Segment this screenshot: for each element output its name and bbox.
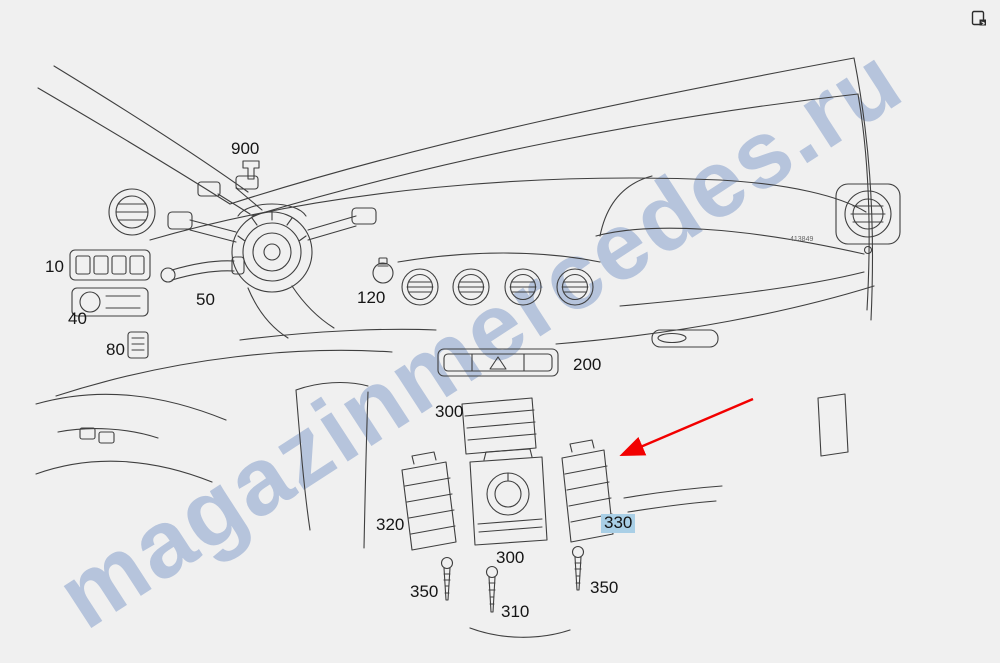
part-label-350-left[interactable]: 350 [410, 582, 439, 601]
part-80-drawing [127, 331, 149, 359]
part-label-80[interactable]: 80 [106, 340, 125, 359]
part-label-330-highlighted[interactable]: 330 [601, 513, 636, 533]
export-icon[interactable] [968, 7, 990, 32]
part-label-200[interactable]: 200 [573, 355, 602, 374]
steering-column-assembly [167, 175, 377, 339]
part-label-300-upper[interactable]: 300 [435, 402, 464, 421]
windshield-base-lines [229, 57, 859, 217]
dash-top-lines [149, 175, 867, 341]
part-label-40[interactable]: 40 [68, 309, 87, 328]
left-pillar-lines [37, 65, 249, 205]
part-label-300-lower[interactable]: 300 [496, 548, 525, 567]
right-air-vent [835, 183, 901, 255]
dash-lower-lines [55, 271, 875, 638]
part-label-320[interactable]: 320 [376, 515, 405, 534]
part-200-drawing [437, 348, 559, 377]
part-300-lower-drawing [469, 448, 548, 546]
side-panel [817, 393, 849, 457]
part-label-10[interactable]: 10 [45, 257, 64, 276]
screw-350-left [440, 556, 454, 601]
part-label-900[interactable]: 900 [231, 139, 260, 158]
screw-350-right [571, 545, 585, 591]
part-900-drawing [242, 160, 260, 180]
part-40-drawing [71, 287, 149, 317]
door-panel-lines [35, 393, 227, 483]
part-label-310[interactable]: 310 [501, 602, 530, 621]
part-label-120[interactable]: 120 [357, 288, 386, 307]
center-console-lines [295, 382, 369, 549]
part-120-drawing [372, 257, 394, 284]
part-label-350-right[interactable]: 350 [590, 578, 619, 597]
part-300-upper-drawing [461, 397, 537, 455]
glovebox-handle [651, 329, 719, 348]
part-10-drawing [69, 249, 151, 281]
center-air-vents [401, 268, 594, 306]
part-50-drawing [160, 256, 245, 283]
right-pillar-lines [853, 57, 874, 321]
part-330-drawing [561, 439, 614, 543]
screw-310 [485, 565, 499, 613]
diagram-code: 413849 [790, 236, 813, 243]
part-320-drawing [401, 451, 457, 551]
pointer-arrow [619, 397, 754, 456]
left-air-vent [108, 188, 156, 236]
part-label-50[interactable]: 50 [196, 290, 215, 309]
